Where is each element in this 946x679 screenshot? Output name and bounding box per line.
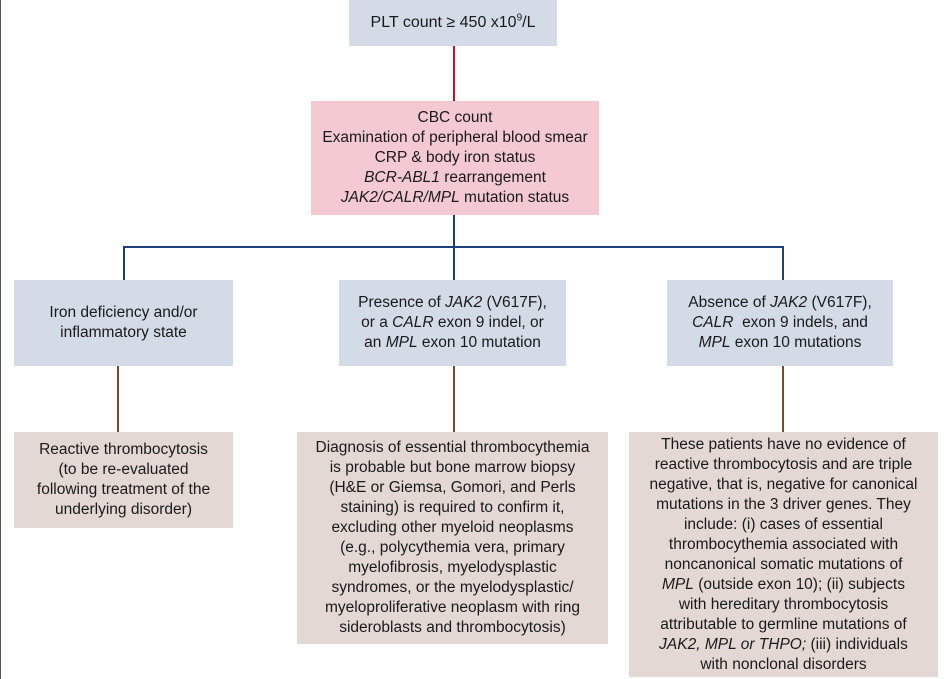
- mutation-present-branch-box: Presence of JAK2 (V617F), or a CALR exon…: [339, 280, 566, 366]
- connector-to-left-branch: [123, 246, 125, 280]
- branch-left-line: inflammatory state: [60, 324, 187, 341]
- outcome-right-line: MPL (outside exon 10); (ii) subjects: [662, 575, 905, 593]
- outcome-mid-line: myelofibrosis, myelodysplastic: [348, 559, 557, 576]
- outcome-right-line: with nonclonal disorders: [700, 655, 867, 673]
- branch-left-line: Iron deficiency and/or: [49, 304, 198, 321]
- branch-mid-line: an MPL exon 10 mutation: [364, 334, 541, 351]
- outcome-left-line: following treatment of the: [36, 481, 211, 498]
- outcome-left-line: (to be re-evaluated: [58, 461, 189, 478]
- outcome-mid-line: staining) is required to confirm it,: [340, 499, 565, 516]
- outcome-mid-line: myeloproliferative neoplasm with ring: [324, 599, 580, 616]
- branch-right-line: MPL exon 10 mutations: [698, 334, 862, 351]
- connector-right-to-outcome: [782, 366, 784, 432]
- left-border: [0, 0, 1, 679]
- outcome-mid-line: syndromes, or the myelodysplastic/: [331, 579, 574, 596]
- connector-top-to-workup: [453, 46, 455, 102]
- outcome-right-line: attributable to germline mutations of: [660, 615, 907, 633]
- workup-line: Examination of peripheral blood smear: [322, 129, 588, 146]
- outcome-mid-line: is probable but bone marrow biopsy: [329, 459, 576, 476]
- outcome-right-line: with hereditary thrombocytosis: [678, 595, 889, 613]
- outcome-mid-line: Diagnosis of essential thrombocythemia: [315, 439, 590, 456]
- connector-workup-stem: [453, 215, 455, 247]
- workup-line: BCR-ABL1 rearrangement: [364, 169, 546, 186]
- branch-right-line: CALR exon 9 indels, and: [692, 314, 868, 331]
- outcome-right-line: These patients have no evidence of: [661, 435, 906, 453]
- triple-negative-box: These patients have no evidence of react…: [629, 432, 938, 677]
- outcome-right-line: noncanonical somatic mutations of: [664, 555, 903, 573]
- reactive-thrombocytosis-box: Reactive thrombocytosis (to be re-evalua…: [14, 432, 233, 528]
- connector-left-to-outcome: [117, 366, 119, 432]
- outcome-right-line: reactive thrombocytosis and are triple: [654, 455, 913, 473]
- branch-mid-line: Presence of JAK2 (V617F),: [358, 294, 547, 311]
- outcome-mid-line: (e.g., polycythemia vera, primary: [340, 539, 565, 556]
- platelet-threshold-box: PLT count ≥ 450 x109/L: [349, 0, 557, 46]
- workup-line: JAK2/CALR/MPL mutation status: [340, 189, 570, 206]
- workup-line: CBC count: [417, 109, 493, 126]
- outcome-left-line: Reactive thrombocytosis: [39, 441, 208, 458]
- outcome-mid-line: sideroblasts and thrombocytosis): [339, 619, 566, 636]
- outcome-right-line: JAK2, MPL or THPO; (iii) individuals: [659, 635, 908, 653]
- connector-mid-to-outcome: [453, 366, 455, 432]
- branch-right-line: Absence of JAK2 (V617F),: [688, 294, 872, 311]
- connector-to-mid-branch: [453, 246, 455, 280]
- outcome-right-line: negative, that is, negative for canonica…: [649, 475, 918, 493]
- outcome-right-line: include: (i) cases of essential: [683, 515, 883, 533]
- outcome-right-line: thrombocythemia associated with: [668, 535, 899, 553]
- outcome-mid-line: excluding other myeloid neoplasms: [331, 519, 574, 536]
- outcome-left-line: underlying disorder): [55, 501, 192, 518]
- outcome-mid-line: (H&E or Giemsa, Gomori, and Perls: [329, 479, 576, 496]
- essential-thrombocythemia-box: Diagnosis of essential thrombocythemia i…: [297, 432, 608, 644]
- mutation-absent-branch-box: Absence of JAK2 (V617F), CALR exon 9 ind…: [667, 280, 893, 366]
- iron-deficiency-branch-box: Iron deficiency and/or inflammatory stat…: [14, 280, 233, 366]
- branch-mid-line: or a CALR exon 9 indel, or: [361, 314, 544, 331]
- workup-line: CRP & body iron status: [374, 149, 536, 166]
- platelet-threshold-text: PLT count ≥ 450 x109/L: [370, 12, 536, 31]
- initial-workup-box: CBC count Examination of peripheral bloo…: [311, 101, 599, 215]
- outcome-right-line: mutations in the 3 driver genes. They: [656, 495, 911, 513]
- connector-to-right-branch: [782, 246, 784, 280]
